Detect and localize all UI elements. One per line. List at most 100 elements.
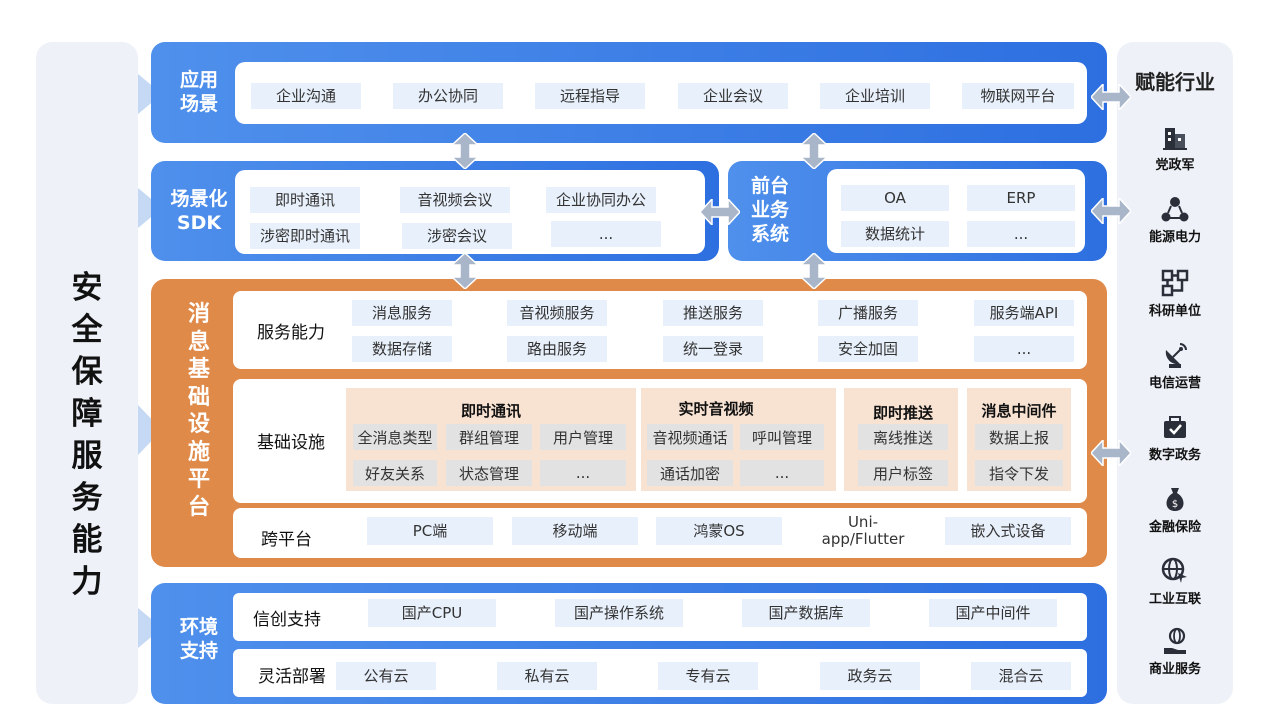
industry-item: 科研单位	[1117, 268, 1233, 319]
cross-item: Uni-app/Flutter	[800, 514, 926, 548]
infra-item: 群组管理	[446, 424, 532, 450]
frontend-item: ...	[967, 221, 1075, 247]
service-item: 消息服务	[352, 300, 452, 326]
satellite-dish-icon	[1165, 343, 1187, 368]
industry-item: $ 金融保险	[1117, 484, 1233, 535]
infra-item: 通话加密	[647, 460, 733, 486]
industry-item: 能源电力	[1117, 194, 1233, 245]
industry-panel: 赋能行业 党政军 能源电力 科研单位 电信运营 数字政务	[1117, 42, 1233, 704]
industry-label: 能源电力	[1148, 230, 1201, 245]
sdk-item: 即时通讯	[250, 187, 360, 213]
double-arrow-icon	[1091, 198, 1131, 224]
sdk-item: 涉密会议	[402, 223, 512, 249]
building-icon	[1163, 128, 1187, 150]
double-arrow-icon	[700, 199, 740, 225]
service-item: 音视频服务	[507, 300, 607, 326]
service-item: 路由服务	[507, 336, 607, 362]
app-scene-item: 办公协同	[393, 83, 503, 109]
digital-gov-icon	[1164, 416, 1186, 438]
deploy-item: 政务云	[820, 662, 920, 690]
infra-item: 指令下发	[975, 460, 1063, 486]
frontend-item: OA	[841, 185, 949, 211]
xc-item: 国产操作系统	[555, 599, 683, 627]
infra-item: ...	[740, 460, 824, 486]
deploy-label: 灵活部署	[258, 667, 326, 687]
app-scene-box	[235, 62, 1087, 124]
industry-label: 数字政务	[1148, 448, 1201, 463]
cross-item: 嵌入式设备	[945, 517, 1071, 545]
double-arrow-icon	[452, 253, 478, 289]
xc-item: 国产CPU	[368, 599, 496, 627]
industry-label: 科研单位	[1148, 304, 1201, 319]
infra-item: 离线推送	[858, 424, 948, 450]
im-title: 即时通讯	[460, 402, 521, 420]
deploy-item: 私有云	[497, 662, 597, 690]
infra-item: ...	[540, 460, 626, 486]
money-bag-icon: $	[1166, 488, 1184, 511]
globe-cursor-icon	[1161, 557, 1187, 583]
research-flow-icon	[1161, 269, 1189, 297]
deploy-item: 混合云	[971, 662, 1071, 690]
industry-item: 工业互联	[1117, 556, 1233, 607]
industry-title: 赋能行业	[1135, 70, 1215, 94]
app-scene-title: 应用场景	[179, 69, 218, 115]
double-arrow-icon	[452, 133, 478, 169]
pointer-arrow-icon	[138, 74, 162, 114]
deploy-item: 专有云	[658, 662, 758, 690]
pointer-arrow-icon	[138, 608, 162, 648]
industry-label: 党政军	[1155, 158, 1195, 173]
xc-item: 国产数据库	[742, 599, 870, 627]
service-item: 安全加固	[818, 336, 918, 362]
double-arrow-icon	[1091, 440, 1131, 466]
pointer-arrow-icon	[138, 188, 162, 228]
industry-label: 工业互联	[1148, 592, 1201, 607]
push-title: 即时推送	[872, 404, 933, 422]
app-scene-item: 企业沟通	[251, 83, 361, 109]
sdk-item: 音视频会议	[400, 187, 510, 213]
pointer-arrow-icon	[138, 405, 162, 455]
infra-item: 好友关系	[353, 460, 437, 486]
rtc-title: 实时音视频	[678, 400, 754, 418]
platform-title: 消息基础设施平台	[187, 302, 210, 520]
infra-item: 全消息类型	[353, 424, 437, 450]
cross-label: 跨平台	[261, 530, 312, 550]
double-arrow-icon	[1091, 84, 1131, 110]
security-service-panel: 安全保障服务能力	[36, 42, 138, 704]
double-arrow-icon	[801, 253, 827, 289]
cross-item: 鸿蒙OS	[656, 517, 782, 545]
service-item: 广播服务	[818, 300, 918, 326]
sdk-item: 企业协同办公	[546, 187, 656, 213]
infra-item: 状态管理	[446, 460, 532, 486]
frontend-title: 前台业务系统	[750, 175, 789, 245]
sdk-item: 涉密即时通讯	[250, 223, 360, 249]
cross-item: 移动端	[512, 517, 638, 545]
industry-item: 电信运营	[1117, 340, 1233, 391]
infra-item: 呼叫管理	[740, 424, 824, 450]
infra-item: 用户标签	[858, 460, 948, 486]
app-scene-item: 远程指导	[535, 83, 645, 109]
cross-item: PC端	[367, 517, 493, 545]
infra-item: 数据上报	[975, 424, 1063, 450]
sdk-item: ...	[551, 221, 661, 247]
deploy-item: 公有云	[336, 662, 436, 690]
energy-network-icon	[1161, 197, 1189, 222]
frontend-item: 数据统计	[841, 221, 949, 247]
service-item: 推送服务	[663, 300, 763, 326]
service-item: 服务端API	[974, 300, 1074, 326]
service-label: 服务能力	[257, 323, 325, 343]
globe-hand-icon	[1164, 627, 1186, 654]
industry-label: 金融保险	[1148, 520, 1201, 535]
security-service-title: 安全保障服务能力	[71, 270, 103, 600]
double-arrow-icon	[801, 133, 827, 169]
xc-label: 信创支持	[253, 610, 321, 630]
industry-label: 电信运营	[1148, 376, 1201, 391]
mq-title: 消息中间件	[981, 402, 1057, 420]
industry-item: 商业服务	[1117, 626, 1233, 677]
env-title: 环境支持	[179, 616, 218, 662]
infra-label: 基础设施	[257, 433, 325, 453]
app-scene-item: 企业培训	[820, 83, 930, 109]
xc-item: 国产中间件	[929, 599, 1057, 627]
industry-label: 商业服务	[1148, 662, 1201, 677]
infra-item: 用户管理	[540, 424, 626, 450]
